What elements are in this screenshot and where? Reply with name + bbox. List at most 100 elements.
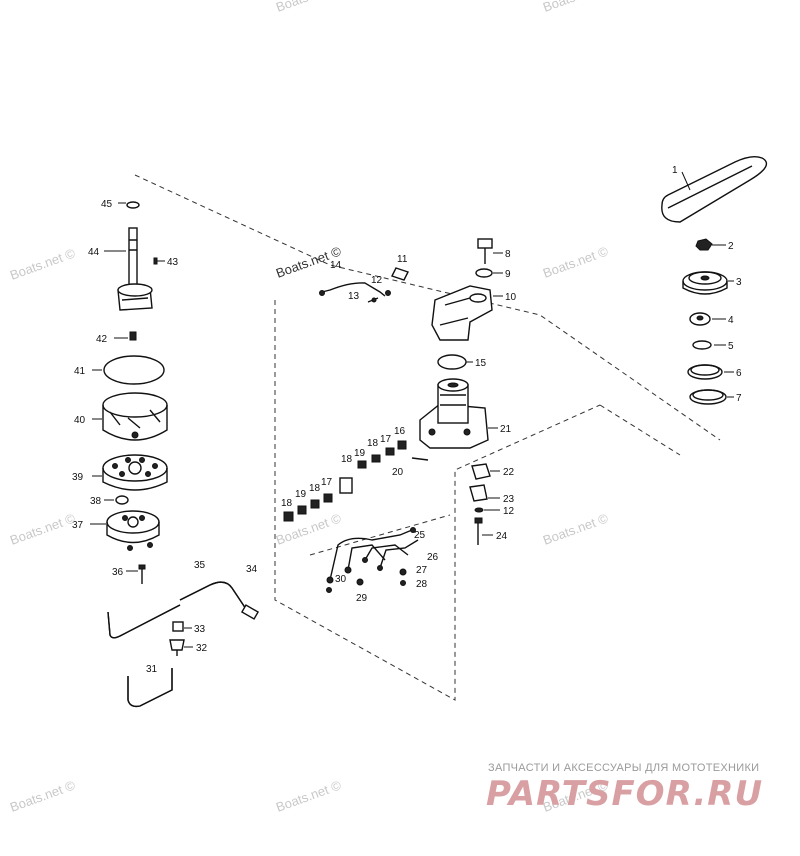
callout-34: 34 [246,564,258,575]
callout-18d: 18 [281,498,293,509]
part-44-shaft [117,227,153,311]
callout-9: 9 [505,269,511,280]
part-15-oring [437,354,467,370]
callout-35: 35 [194,560,206,571]
callout-45: 45 [101,199,113,210]
callout-17b: 17 [321,477,333,488]
callout-20: 20 [392,467,404,478]
part-36-bolt [138,564,146,584]
callout-15: 15 [475,358,487,369]
part-2-nut [695,238,713,251]
callout-43: 43 [167,257,179,268]
brand-tagline: ЗАПЧАСТИ И АКСЕССУАРЫ ДЛЯ МОТОТЕХНИКИ [488,762,760,774]
part-20-pin [411,457,429,461]
part-34-fitting [240,604,260,620]
callout-2: 2 [728,241,734,252]
part-45-washer [126,201,140,209]
part-9-washer [475,268,493,278]
watermark-1: Boats.net © [274,0,344,15]
part-7-ring [689,389,727,405]
callout-44: 44 [88,247,100,258]
callout-33: 33 [194,624,206,635]
callout-31: 31 [146,664,158,675]
part-3-pulley [682,271,728,295]
callout-30: 30 [335,574,347,585]
callout-29: 29 [356,593,368,604]
callout-4: 4 [728,315,734,326]
part-11-connector [391,267,409,281]
callout-22: 22 [503,467,515,478]
part-40-flywheel [102,392,168,441]
callout-27: 27 [416,565,428,576]
part-12-washer [385,290,391,296]
part-21-housing [419,378,489,449]
callout-7: 7 [736,393,742,404]
callout-28: 28 [416,579,428,590]
assembly-guide-lines [134,174,721,701]
part-39-stator [102,454,168,491]
part-33-clamp [172,621,184,632]
callout-labels: 1 2 3 4 5 6 7 8 9 10 11 12 13 14 15 16 1… [72,165,742,675]
callout-41: 41 [74,366,86,377]
brand-logo: PARTSFOR.RU [486,774,764,814]
callout-26: 26 [427,552,439,563]
part-10-bracket [431,285,493,341]
part-41-ring [103,355,165,385]
callout-6: 6 [736,368,742,379]
callout-10: 10 [505,292,517,303]
callout-21: 21 [500,424,512,435]
callout-37: 37 [72,520,84,531]
callout-18c: 18 [309,483,321,494]
part-38-spacer [115,495,129,505]
watermark-8: Boats.net © [541,510,611,548]
callout-14: 14 [330,260,342,271]
callout-1: 1 [672,165,678,176]
part-22-block [471,463,491,480]
small-parts-lower [283,493,333,522]
callout-36: 36 [112,567,124,578]
part-6-ring [687,364,723,380]
callout-18b: 18 [341,454,353,465]
watermark-6: Boats.net © [8,510,78,548]
callout-18: 18 [367,438,379,449]
watermark-9: Boats.net © [8,777,78,815]
callout-17: 17 [380,434,392,445]
callout-12b: 12 [503,506,515,517]
part-8-bolt [477,238,493,264]
part-24-bolt [474,517,483,545]
part-12b-washer [474,507,484,513]
callout-5: 5 [728,341,734,352]
watermark-10: Boats.net © [274,777,344,815]
callout-32: 32 [196,643,208,654]
leader-lines [90,171,734,648]
part-31-pipe [127,668,173,708]
part-32-fitting [169,639,185,656]
part-14-wire [319,282,386,297]
callout-3: 3 [736,277,742,288]
part-23-block [469,484,488,502]
watermark-5: Boats.net © [541,243,611,281]
callout-40: 40 [74,415,86,426]
callout-39: 39 [72,472,84,483]
part-42-screw [129,331,137,341]
small-parts-upper [339,440,407,494]
callout-24: 24 [496,531,508,542]
callout-11: 11 [397,254,408,265]
part-37-base [106,510,160,551]
callout-19b: 19 [295,489,307,500]
part-43-key [153,257,158,265]
watermarks: Boats.net © Boats.net © Boats.net © Boat… [8,0,611,815]
part-35-hose [107,581,249,639]
callout-13: 13 [348,291,360,302]
callout-19: 19 [354,448,366,459]
watermark-3: Boats.net © [8,245,78,283]
part-5-washer [692,340,712,350]
part-1-belt [661,155,768,223]
wire-harness [326,527,419,593]
callout-23: 23 [503,494,515,505]
callout-8: 8 [505,249,511,260]
callout-38: 38 [90,496,102,507]
callout-12: 12 [371,275,383,286]
part-13-screw [367,297,379,303]
